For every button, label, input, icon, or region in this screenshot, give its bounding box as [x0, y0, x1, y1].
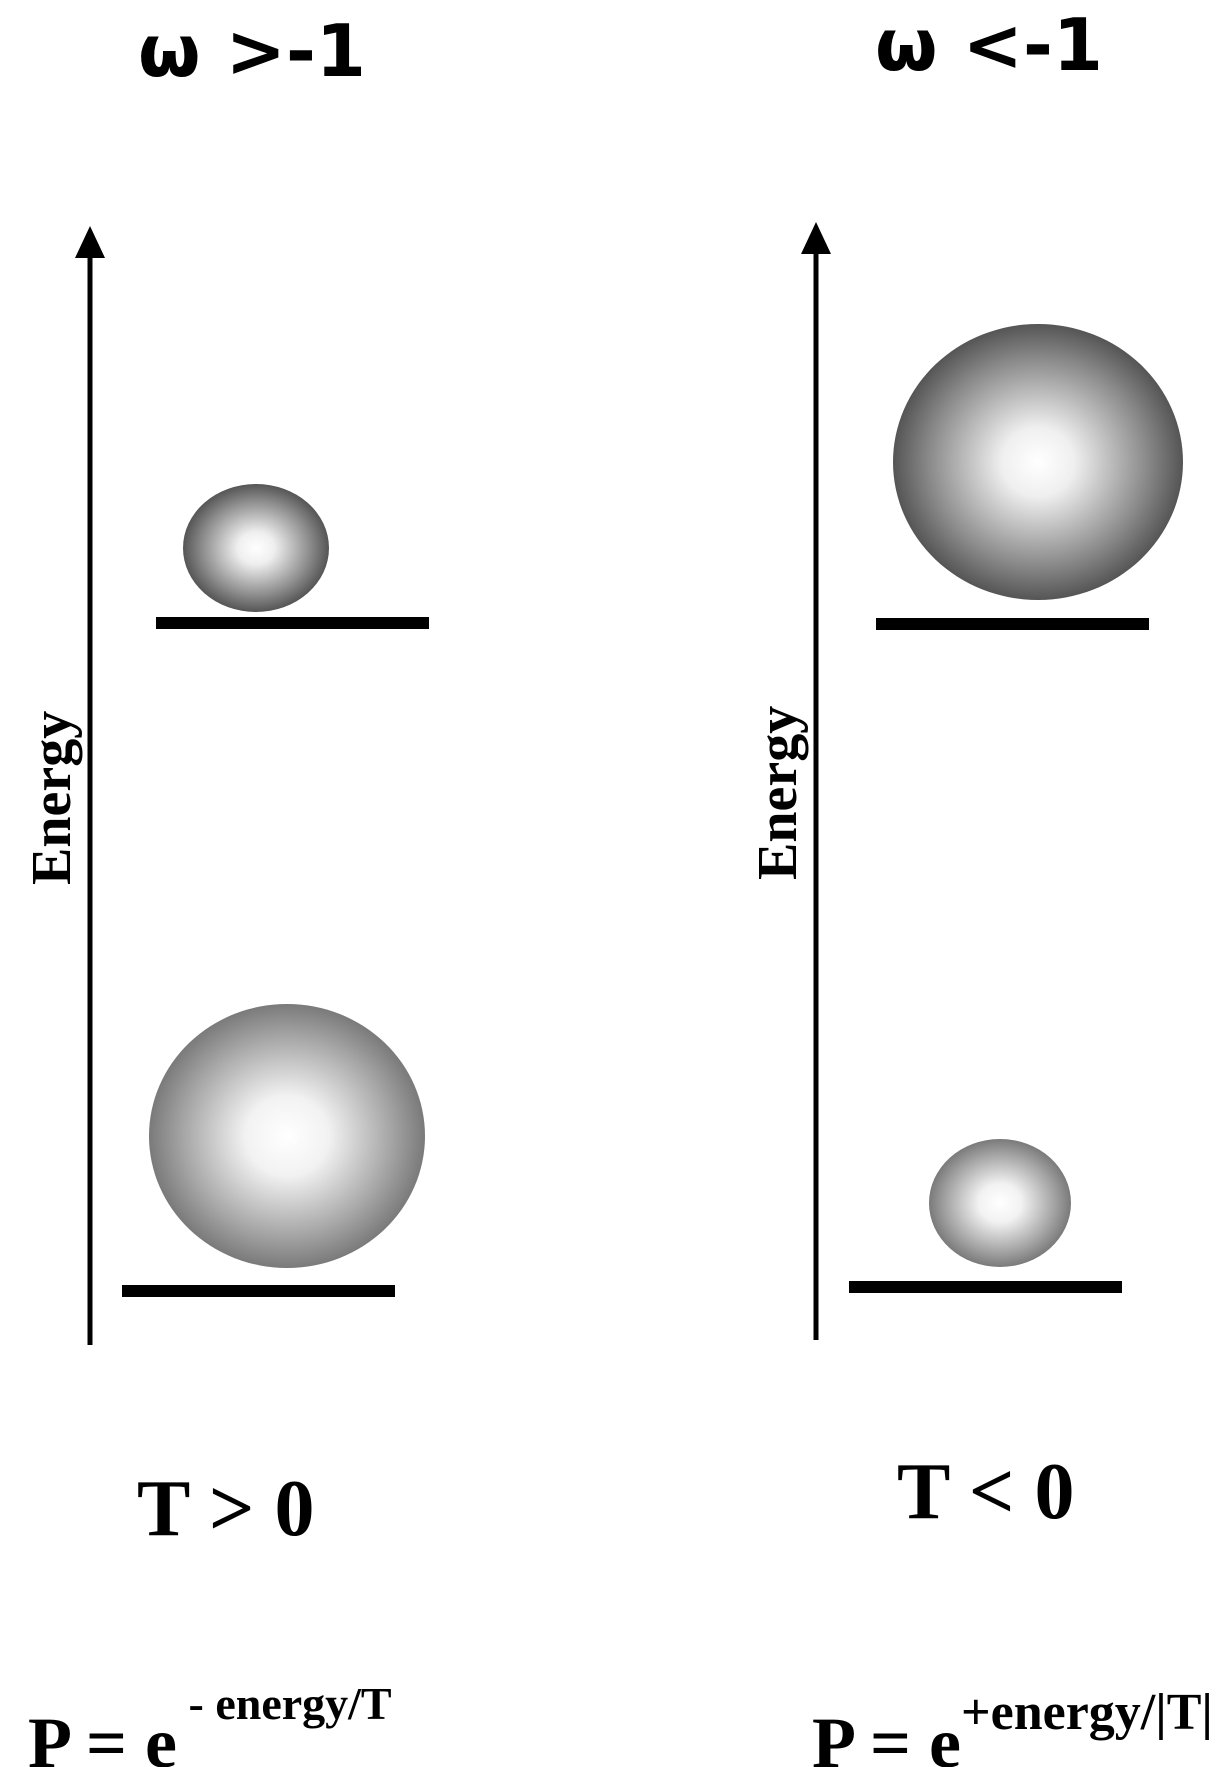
right-boltzmann-formula: P = e+energy/|T| — [812, 1684, 1213, 1767]
left-upper-population-sphere — [183, 484, 329, 612]
left-temperature-label: T > 0 — [137, 1465, 315, 1553]
left-axis-label: Energy — [21, 711, 83, 885]
right-panel-title: ω <-1 — [875, 3, 1103, 87]
right-panel: ω <-1 Energy T < 0 P = e+energy/|T| — [747, 3, 1213, 1767]
left-axis-arrowhead-icon — [75, 226, 105, 258]
right-formula-base: P = e — [812, 1703, 961, 1767]
left-formula-base: P = e — [28, 1703, 177, 1767]
right-axis-label: Energy — [747, 706, 809, 880]
left-lower-population-sphere — [149, 1004, 425, 1268]
left-panel: ω >-1 Energy T > 0 P = e - energy/T — [21, 9, 429, 1767]
left-formula-exponent: - energy/T — [177, 1678, 392, 1729]
right-formula-exponent: +energy/|T| — [961, 1684, 1213, 1741]
right-lower-population-sphere — [929, 1139, 1071, 1267]
left-panel-title: ω >-1 — [138, 9, 366, 93]
right-axis-arrowhead-icon — [801, 222, 831, 254]
left-boltzmann-formula: P = e - energy/T — [28, 1678, 392, 1767]
right-temperature-label: T < 0 — [897, 1448, 1075, 1536]
right-upper-population-sphere — [893, 324, 1183, 600]
